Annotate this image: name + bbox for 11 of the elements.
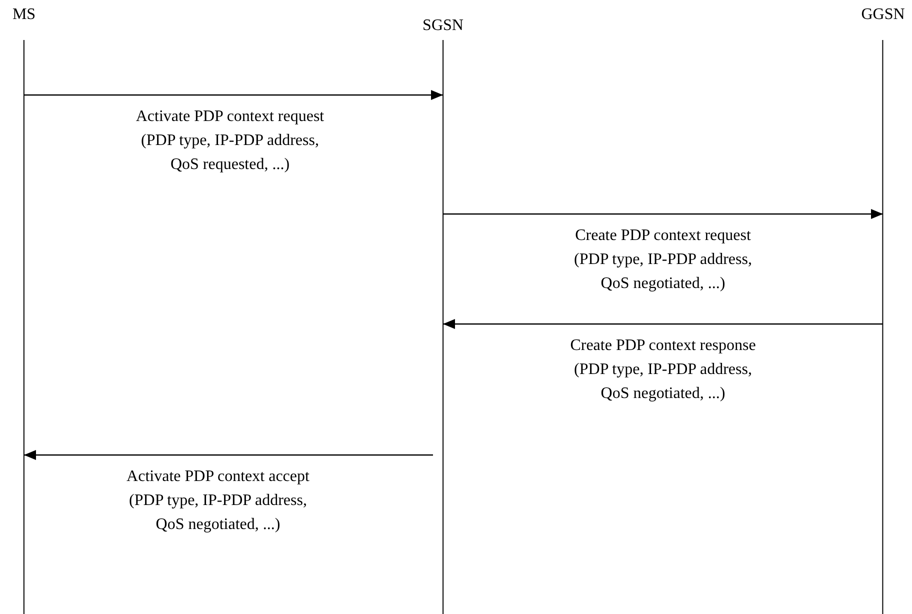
message-arrow: [443, 209, 883, 219]
message-label: Create PDP context request (PDP type, IP-PDP address, QoS negotiated, ...): [573, 226, 753, 294]
message-label: Activate PDP context request (PDP type, IP-PDP address, QoS requested, ...): [134, 107, 326, 175]
message-arrow: [24, 90, 443, 100]
participant-label: GGSN: [861, 6, 905, 24]
participant-label: SGSN: [422, 17, 464, 35]
message-arrow: [24, 450, 433, 460]
message-arrow: [443, 319, 883, 329]
participant-label: MS: [12, 6, 36, 24]
message-label: Create PDP context response (PDP type, IP-PDP address, QoS negotiated, ...): [569, 336, 757, 404]
message-label: Activate PDP context accept (PDP type, IP-PDP address, QoS negotiated, ...): [126, 467, 310, 535]
